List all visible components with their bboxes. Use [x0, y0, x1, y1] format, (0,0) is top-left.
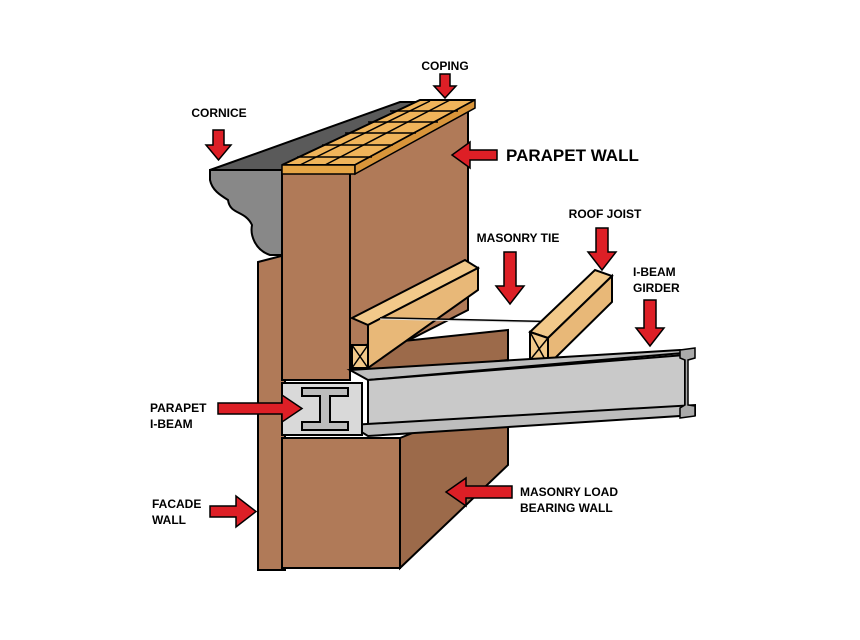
arrow-roof-joist [586, 227, 618, 272]
label-facade-wall-line1: FACADE [152, 497, 201, 511]
coping [281, 98, 476, 176]
label-parapet-i-beam-line1: PARAPET [150, 401, 207, 415]
ledger-cross-2 [351, 344, 369, 369]
load-wall-front [281, 437, 401, 569]
label-roof-joist: ROOF JOIST [569, 207, 642, 221]
arrow-masonry-tie [494, 251, 526, 306]
arrow-i-beam-girder [634, 299, 666, 348]
masonry-tie-rod [379, 317, 561, 323]
arrows [204, 73, 666, 529]
masonry-tie-rod-inner [379, 318, 561, 324]
label-i-beam-girder-line1: I-BEAM [633, 265, 676, 279]
arrow-cornice [204, 129, 233, 162]
coping-front [281, 164, 356, 175]
parapet-wall-front [281, 171, 351, 381]
coping-joints [297, 99, 458, 166]
label-masonry-load-line1: MASONRY LOAD [520, 485, 618, 499]
girder-end [679, 347, 696, 419]
arrow-coping [432, 73, 458, 100]
label-cornice: CORNICE [191, 106, 246, 120]
parapet-i-beam-section [301, 387, 349, 431]
arrow-parapet-i-beam [217, 393, 304, 424]
i-beam-girder [346, 347, 696, 438]
arrow-masonry-load [444, 476, 513, 508]
label-masonry-load-line2: BEARING WALL [520, 501, 613, 515]
label-facade-wall-line2: WALL [152, 513, 186, 527]
arrow-parapet-wall [450, 140, 498, 170]
roof-joist [528, 268, 614, 368]
label-parapet-i-beam-line2: I-BEAM [150, 417, 193, 431]
label-parapet-wall: PARAPET WALL [506, 146, 639, 165]
label-coping: COPING [421, 59, 468, 73]
cornice-profile [209, 169, 291, 256]
labels: COPING CORNICE PARAPET WALL ROOF JOIST M… [150, 59, 680, 527]
label-masonry-tie: MASONRY TIE [477, 231, 560, 245]
arrow-facade-wall [209, 494, 258, 529]
label-i-beam-girder-line2: GIRDER [633, 281, 680, 295]
